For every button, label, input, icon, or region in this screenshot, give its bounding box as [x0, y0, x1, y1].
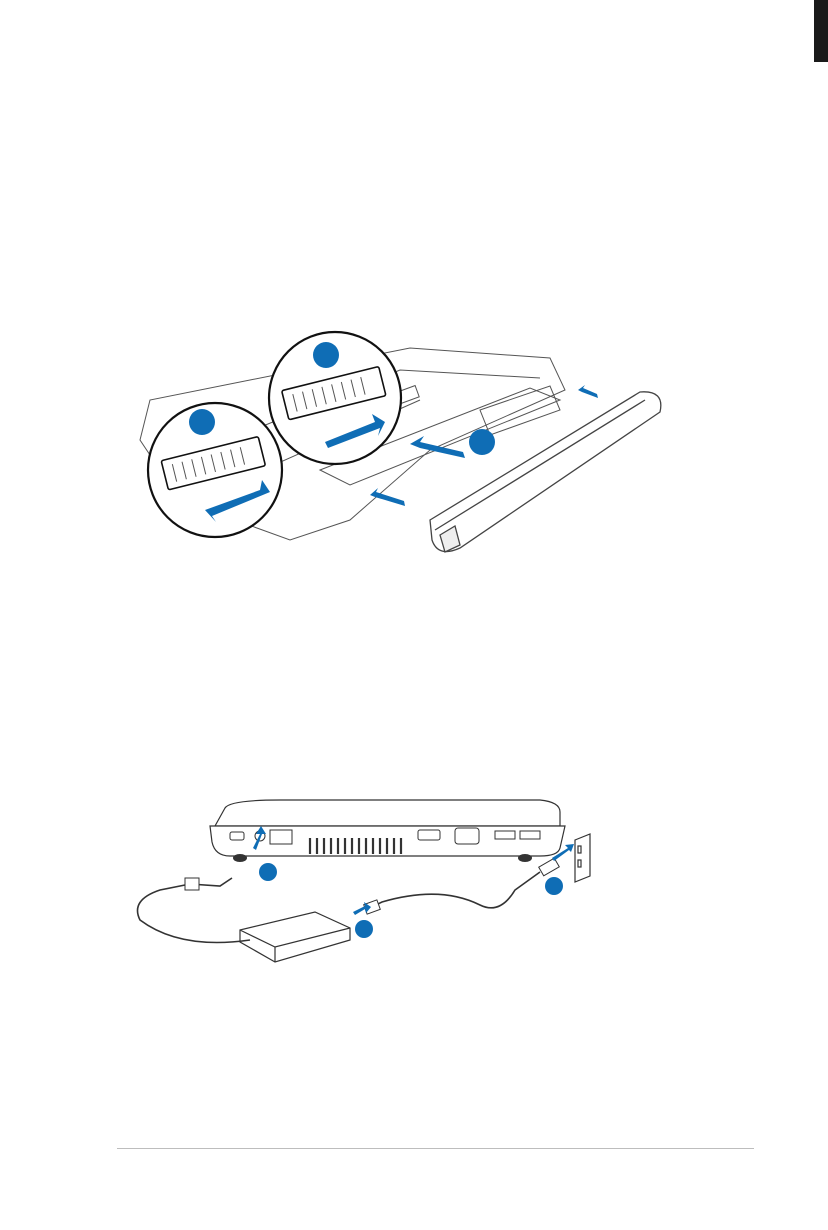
- battery-pack: [430, 392, 661, 552]
- insert-arrow: [410, 436, 465, 458]
- chapter-tab: [814, 0, 828, 62]
- dc-cable: [138, 884, 251, 943]
- callout-3: [545, 877, 563, 895]
- power-adapter: [240, 912, 350, 962]
- latch-unlock-zoom: [148, 403, 282, 537]
- footer-rule: [117, 1148, 754, 1149]
- callout-3: [469, 429, 495, 455]
- insert-arrow-upper: [578, 385, 598, 398]
- callout-1: [189, 409, 215, 435]
- callout-1: [259, 863, 277, 881]
- power-adapter-connection-illustration: [120, 790, 620, 980]
- wall-outlet: [575, 834, 590, 882]
- laptop-side-view: [215, 800, 560, 826]
- callout-2: [313, 342, 339, 368]
- battery-installation-illustration: [120, 330, 680, 570]
- ac-cable: [370, 872, 540, 908]
- callout-2: [355, 920, 373, 938]
- insert-arrow-lower: [370, 488, 405, 506]
